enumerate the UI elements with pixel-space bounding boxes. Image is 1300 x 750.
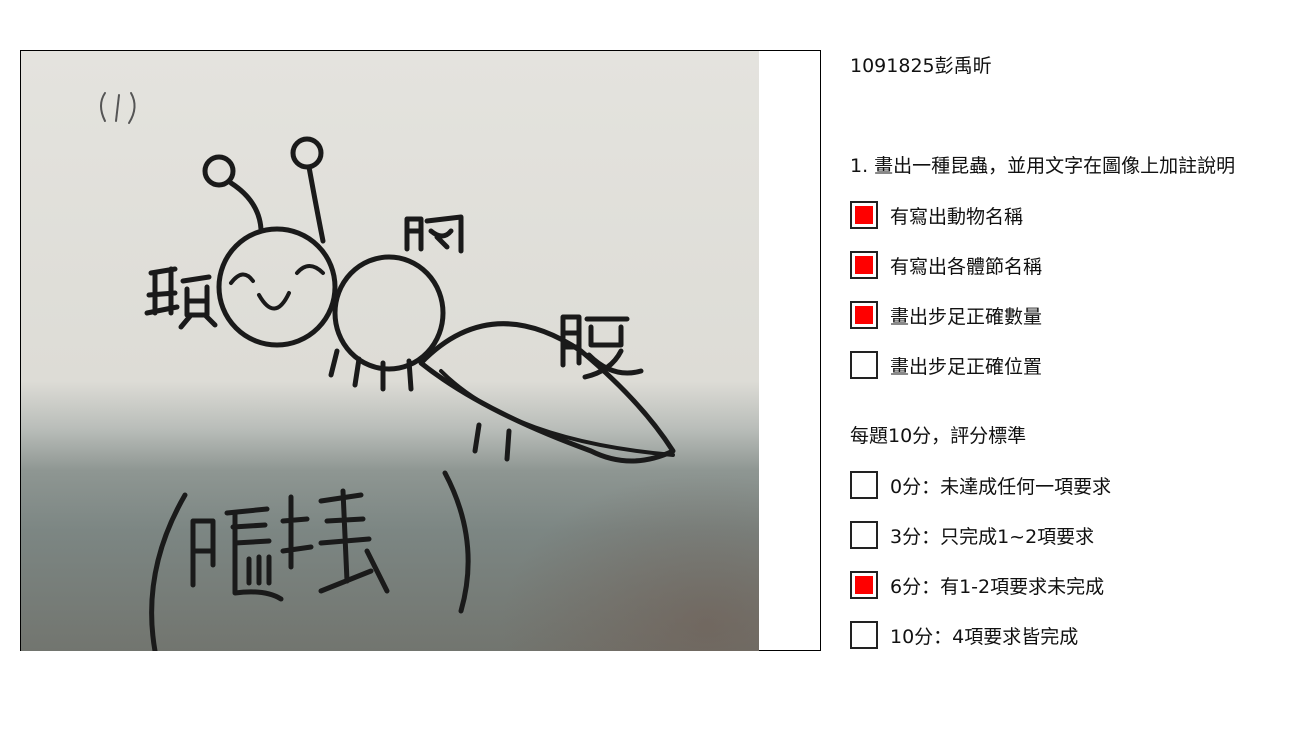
grading-panel: 1091825彭禹昕 1. 畫出一種昆蟲，並用文字在圖像上加註說明 有寫出動物名…: [850, 0, 1290, 750]
photo-frame: [20, 50, 821, 651]
ant-drawing: [100, 92, 676, 651]
score-label: 3分：只完成1~2項要求: [890, 525, 1095, 548]
antenna-tip-left: [202, 154, 236, 188]
checkbox-fill: [855, 206, 873, 224]
criteria-row-leg-position[interactable]: 畫出步足正確位置: [850, 349, 1042, 381]
criteria-label: 畫出步足正確位置: [890, 355, 1043, 378]
label-thorax: [404, 214, 464, 254]
student-id-name: 1091825彭禹昕: [850, 55, 992, 77]
criteria-label: 有寫出各體節名稱: [890, 255, 1043, 278]
checkbox-animal-name[interactable]: [850, 201, 878, 229]
antenna-tip-right: [290, 136, 324, 170]
checkbox-leg-count[interactable]: [850, 301, 878, 329]
score-row-10[interactable]: 10分：4項要求皆完成: [850, 619, 1078, 651]
score-label: 0分：未達成任何一項要求: [890, 475, 1112, 498]
photo-shadow: [499, 471, 759, 651]
label-abdomen: [560, 314, 644, 380]
checkbox-fill: [855, 256, 873, 274]
score-row-0[interactable]: 0分：未達成任何一項要求: [850, 469, 1111, 501]
criteria-row-segment-names[interactable]: 有寫出各體節名稱: [850, 249, 1042, 281]
checkbox-score-3[interactable]: [850, 521, 878, 549]
checkbox-leg-position[interactable]: [850, 351, 878, 379]
checkbox-score-6[interactable]: [850, 571, 878, 599]
score-row-6[interactable]: 6分：有1-2項要求未完成: [850, 569, 1104, 601]
checkbox-fill: [855, 576, 873, 594]
ant-abdomen: [418, 321, 676, 464]
checkbox-fill: [855, 306, 873, 324]
checkbox-segment-names[interactable]: [850, 251, 878, 279]
score-row-3[interactable]: 3分：只完成1~2項要求: [850, 519, 1094, 551]
score-label: 6分：有1-2項要求未完成: [890, 575, 1105, 598]
drawing-number-mark: [100, 92, 136, 124]
criteria-label: 畫出步足正確數量: [890, 305, 1043, 328]
scoring-title: 每題10分，評分標準: [850, 425, 1027, 447]
checkbox-score-10[interactable]: [850, 621, 878, 649]
label-head: [144, 266, 218, 330]
criteria-row-leg-count[interactable]: 畫出步足正確數量: [850, 299, 1042, 331]
ant-drawing-photo: [21, 51, 759, 651]
label-ant-name: [149, 470, 471, 651]
criteria-row-animal-name[interactable]: 有寫出動物名稱: [850, 199, 1023, 231]
antenna-right: [306, 164, 326, 244]
ant-head: [216, 226, 338, 348]
checkbox-score-0[interactable]: [850, 471, 878, 499]
antenna-left: [228, 180, 264, 232]
question-text: 1. 畫出一種昆蟲，並用文字在圖像上加註說明: [850, 155, 1236, 177]
score-label: 10分：4項要求皆完成: [890, 625, 1079, 648]
ant-thorax: [332, 254, 446, 372]
criteria-label: 有寫出動物名稱: [890, 205, 1024, 228]
